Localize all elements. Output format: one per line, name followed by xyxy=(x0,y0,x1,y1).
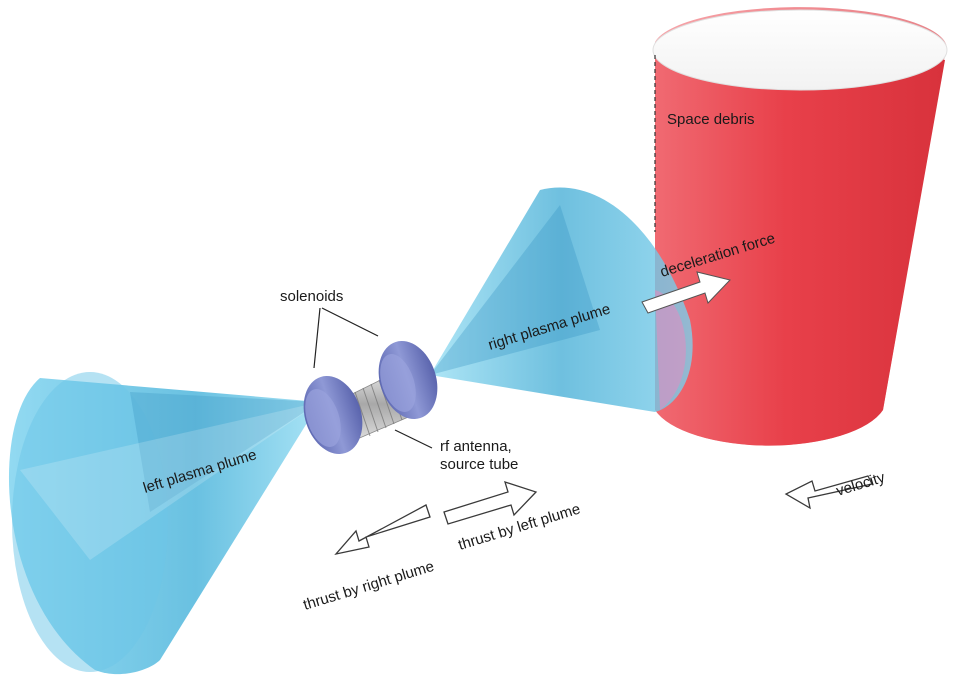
left-plasma-plume xyxy=(8,372,320,675)
deceleration-force-arrow xyxy=(641,271,731,314)
thruster-core xyxy=(303,340,438,455)
thrust-by-left-plume-arrow xyxy=(443,481,538,525)
label-space-debris: Space debris xyxy=(667,111,755,128)
right-solenoid xyxy=(378,340,438,420)
label-solenoids: solenoids xyxy=(280,288,343,305)
left-solenoid xyxy=(303,375,363,455)
thrust-by-right-plume-arrow xyxy=(334,504,431,556)
space-debris-cylinder xyxy=(652,7,948,446)
label-rf-antenna: rf antenna, xyxy=(440,438,512,455)
label-thrust-by-right-plume: thrust by right plume xyxy=(301,558,436,614)
right-plasma-plume xyxy=(430,187,693,412)
velocity-arrow xyxy=(784,475,873,510)
label-velocity: velocity xyxy=(834,469,887,500)
label-source-tube: source tube xyxy=(440,456,518,473)
leader-lines xyxy=(313,307,433,449)
